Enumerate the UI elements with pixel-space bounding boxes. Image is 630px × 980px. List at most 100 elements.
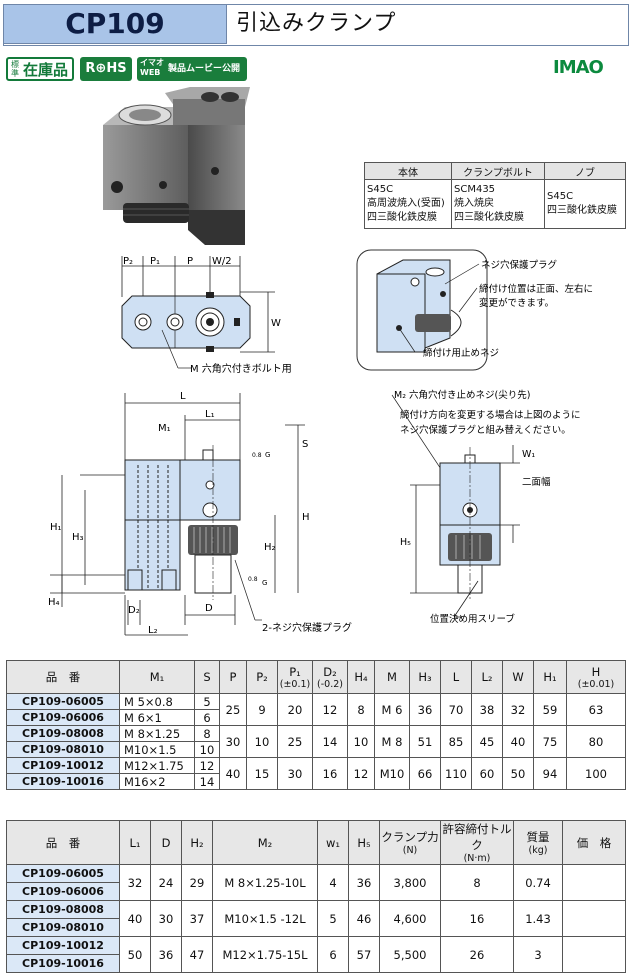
table-cell: CP109-10012: [6, 936, 120, 955]
table-cell: CP109-10016: [6, 773, 120, 790]
table-cell: 50: [502, 757, 534, 790]
table-cell: 29: [181, 864, 213, 901]
t1-h-p2: P₂: [246, 660, 278, 694]
table-cell: 6: [194, 709, 220, 726]
table-cell: 38: [471, 693, 503, 726]
web-movie-badge[interactable]: イマオ WEB 製品ムービー公開: [137, 57, 247, 81]
m2-label: M₂ 六角穴付き止めネジ(尖り先): [394, 389, 530, 401]
stock-badge: 標準 在庫品: [6, 57, 74, 81]
product-code: CP109: [3, 4, 227, 44]
t1-h-h: H(±0.01): [566, 660, 626, 694]
t1-h-part: 品 番: [6, 660, 120, 694]
table-cell: 30: [150, 900, 182, 937]
dim-h4: H₄: [48, 597, 60, 608]
table-cell: 94: [533, 757, 567, 790]
dim-flat: 二面幅: [522, 476, 551, 488]
dim-p: P: [187, 256, 193, 267]
table-cell: M10×1.5: [119, 741, 195, 758]
table-cell: 10: [194, 741, 220, 758]
table-cell: 100: [566, 757, 626, 790]
table-cell: 30: [277, 757, 313, 790]
table-cell: [562, 864, 626, 901]
table-cell: 37: [181, 900, 213, 937]
t2-h-price: 価 格: [562, 820, 626, 865]
table-cell: [562, 936, 626, 973]
table-cell: 14: [194, 773, 220, 790]
table-cell: 26: [440, 936, 514, 973]
table-row: CP109-10016: [6, 954, 626, 973]
table-cell: 59: [533, 693, 567, 726]
position-note-2: 変更ができます。: [479, 297, 554, 309]
table-cell: 9: [246, 693, 278, 726]
product-title: 引込みクランプ: [236, 11, 397, 36]
t2-h-d: D: [150, 820, 182, 865]
web-badge-line2: WEB: [140, 68, 161, 77]
table-cell: M 8: [374, 725, 410, 758]
table-cell: CP109-08008: [6, 725, 120, 742]
spec-table-1: 品 番 M₁ S P P₂ P₁(±0.1) D₂(-0.2) H₄ M H₃ …: [6, 660, 626, 790]
table-cell: 25: [277, 725, 313, 758]
table-cell: 46: [348, 900, 380, 937]
sleeve-label: 位置決め用スリーブ: [430, 613, 515, 625]
table-cell: CP109-10016: [6, 954, 120, 973]
t2-h-m2: M₂: [212, 820, 318, 865]
table-cell: 8: [194, 725, 220, 742]
table-cell: 20: [277, 693, 313, 726]
table-cell: M 8×1.25: [119, 725, 195, 742]
spec-table-2: 品 番 L₁ D H₂ M₂ w₁ H₅ クランプ力(N) 許容締付トルク(N·…: [6, 820, 626, 973]
callout-detail: ネジ穴保護プラグ 締付け位置は正面、左右に 変更ができます。 締付け用止めネジ: [356, 249, 593, 371]
table-cell: 5: [317, 900, 349, 937]
table-cell: 12: [194, 757, 220, 774]
table-cell: 57: [348, 936, 380, 973]
dim-d: D: [205, 603, 213, 614]
table-cell: M 6: [374, 693, 410, 726]
table-cell: [562, 900, 626, 937]
table-cell: M10×1.5 -12L: [212, 900, 318, 937]
t1-h-p1: P₁(±0.1): [277, 660, 313, 694]
web-badge-line1: イマオ: [140, 58, 164, 67]
t2-h-torque: 許容締付トルク(N·m): [440, 820, 514, 865]
table-cell: 1.43: [513, 900, 563, 937]
table-cell: 66: [409, 757, 441, 790]
t1-h-s: S: [194, 660, 220, 694]
table-cell: 16: [440, 900, 514, 937]
t2-h-h2: H₂: [181, 820, 213, 865]
table-cell: 25: [219, 693, 247, 726]
position-note-1: 締付け位置は正面、左右に: [479, 283, 593, 295]
surface-g-top-sub: 0.8: [252, 452, 262, 459]
dim-h: H: [302, 512, 310, 523]
table-cell: 85: [440, 725, 472, 758]
dim-h2: H₂: [264, 542, 276, 553]
table-row: 品 番 L₁ D H₂ M₂ w₁ H₅ クランプ力(N) 許容締付トルク(N·…: [6, 820, 626, 865]
table-cell: 36: [409, 693, 441, 726]
table-cell: CP109-06006: [6, 882, 120, 901]
table-cell: 32: [502, 693, 534, 726]
t1-h-p: P: [219, 660, 247, 694]
table-cell: 32: [119, 864, 151, 901]
t2-h-l1: L₁: [119, 820, 151, 865]
table-cell: 80: [566, 725, 626, 758]
table-row: CP109-06006: [6, 882, 626, 901]
t1-h-h4: H₄: [347, 660, 375, 694]
table-cell: 8: [347, 693, 375, 726]
table-cell: 45: [471, 725, 503, 758]
dim-d2: D₂: [128, 605, 140, 616]
table-cell: M 8×1.25-10L: [212, 864, 318, 901]
material-header-knob: ノブ: [544, 162, 626, 180]
dim-h5: H₅: [400, 537, 411, 548]
t1-h-h3: H₃: [409, 660, 441, 694]
dim-s: S: [302, 439, 308, 450]
table-cell: M12×1.75: [119, 757, 195, 774]
t2-h-mass: 質量(kg): [513, 820, 563, 865]
surface-g-bottom-sub: 0.8: [248, 576, 258, 583]
table-cell: CP109-06006: [6, 709, 120, 726]
material-header-bolt: クランプボルト: [451, 162, 545, 180]
table-cell: 0.74: [513, 864, 563, 901]
dim-p1: P₁: [150, 256, 160, 267]
